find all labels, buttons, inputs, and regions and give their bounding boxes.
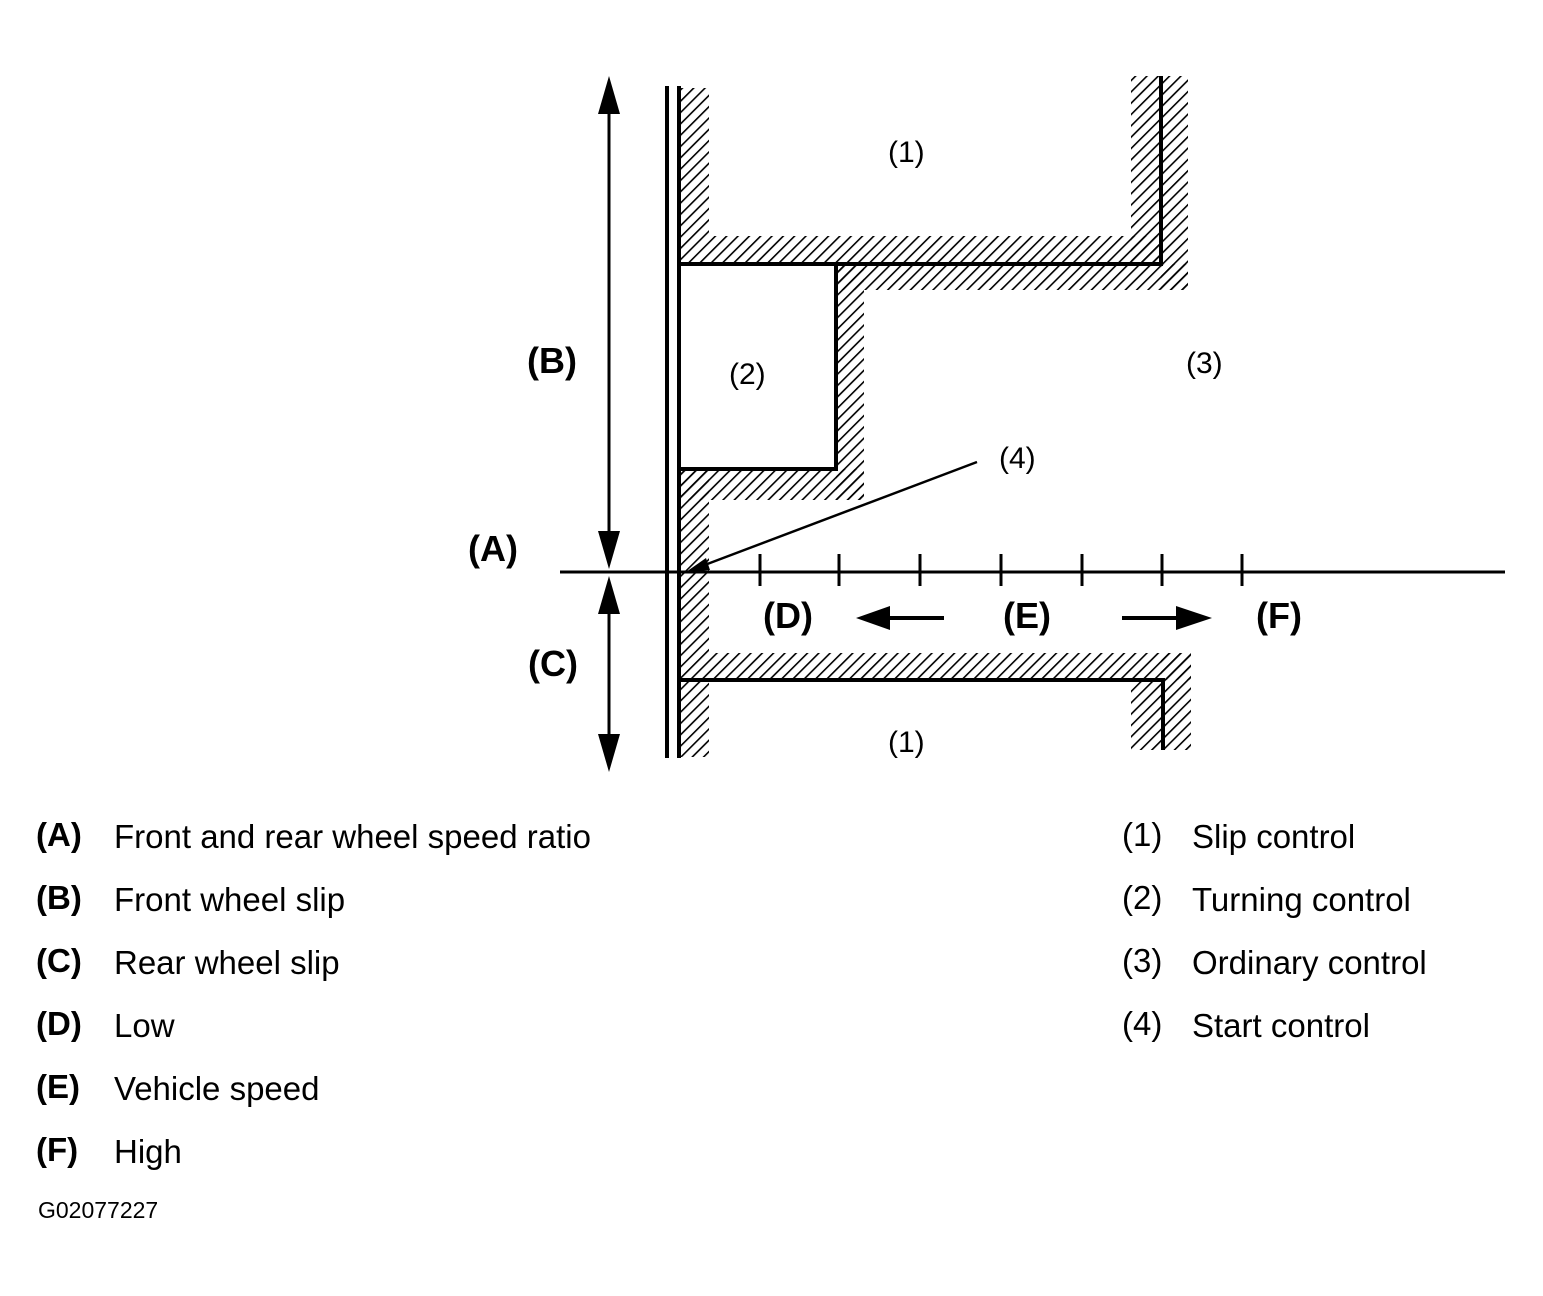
label-c: (C) xyxy=(528,643,578,684)
start-control-leader xyxy=(686,460,978,572)
speed-axis xyxy=(560,554,1505,586)
slip-axis xyxy=(598,76,620,772)
hatch-lower-right-wall-outer xyxy=(1161,653,1191,750)
hatch-left-wall-middle xyxy=(679,469,709,572)
legend-key: (B) xyxy=(36,879,82,916)
lower-boundary-line xyxy=(679,678,1165,750)
direction-arrows xyxy=(856,606,1212,630)
legend-text: High xyxy=(114,1133,182,1170)
hatch-upper-right-wall-outer xyxy=(1161,76,1188,290)
upper-boundary-line xyxy=(679,76,1163,266)
hatch-upper-right-lower xyxy=(836,264,1188,290)
legend-key: (2) xyxy=(1122,879,1163,916)
rear-slip-arrow-top xyxy=(598,576,620,614)
figure-code: G02077227 xyxy=(38,1197,159,1223)
legend-numbers: (1) Slip control (2) Turning control (3)… xyxy=(1122,815,1522,1075)
hatch-upper-horizontal xyxy=(709,236,1161,264)
rear-slip-arrow-bottom xyxy=(598,734,620,772)
legend-key: (E) xyxy=(36,1068,80,1105)
legend-key: (1) xyxy=(1122,816,1163,853)
label-a: (A) xyxy=(468,528,518,569)
diagram-labels: (A) (B) (C) (D) (E) (F) (1) (1) (2) (3) … xyxy=(468,136,1302,759)
turning-box-line xyxy=(679,264,838,471)
hatch-lower-right-wall xyxy=(1131,680,1161,750)
leader-arrowhead xyxy=(686,558,710,572)
boundary-lines xyxy=(665,76,1165,758)
label-turning-region: (2) xyxy=(729,358,766,391)
label-f: (F) xyxy=(1256,595,1302,636)
hatch-left-wall-lower xyxy=(679,572,709,757)
legend-text: Rear wheel slip xyxy=(114,944,340,981)
hatch-turning-box-bottom xyxy=(679,469,864,500)
hatch-turning-box-right xyxy=(836,264,864,500)
legend-text: Start control xyxy=(1192,1007,1370,1044)
hatch-upper-right-wall xyxy=(1131,76,1161,264)
label-slip-region-bottom: (1) xyxy=(888,726,925,759)
legend-text: Low xyxy=(114,1007,175,1044)
legend-letters: (A) Front and rear wheel speed ratio (B)… xyxy=(36,815,736,1195)
legend-text: Front and rear wheel speed ratio xyxy=(114,818,591,855)
label-start-control: (4) xyxy=(999,442,1036,475)
legend-key: (C) xyxy=(36,942,82,979)
legend-text: Vehicle speed xyxy=(114,1070,320,1107)
legend-key: (4) xyxy=(1122,1005,1163,1042)
legend-key: (A) xyxy=(36,816,82,853)
label-e: (E) xyxy=(1003,595,1051,636)
label-d: (D) xyxy=(763,595,813,636)
hatch-left-wall-top xyxy=(679,88,709,264)
label-ordinary-region: (3) xyxy=(1186,347,1223,380)
hatch-lower-horizontal xyxy=(709,653,1191,680)
front-slip-arrow-bottom xyxy=(598,531,620,569)
low-direction-arrowhead xyxy=(856,606,890,630)
hatched-boundaries xyxy=(679,76,1191,757)
legend-key: (3) xyxy=(1122,942,1163,979)
leader-line xyxy=(701,460,978,568)
legend-key: (F) xyxy=(36,1131,79,1168)
legend-text: Turning control xyxy=(1192,881,1411,918)
label-slip-region-top: (1) xyxy=(888,136,925,169)
legend-text: Front wheel slip xyxy=(114,881,346,918)
front-slip-arrow-top xyxy=(598,76,620,114)
legend-text: Ordinary control xyxy=(1192,944,1427,981)
high-direction-arrowhead xyxy=(1176,606,1212,630)
label-b: (B) xyxy=(527,340,577,381)
legend-key: (D) xyxy=(36,1005,82,1042)
legend-text: Slip control xyxy=(1192,818,1356,855)
